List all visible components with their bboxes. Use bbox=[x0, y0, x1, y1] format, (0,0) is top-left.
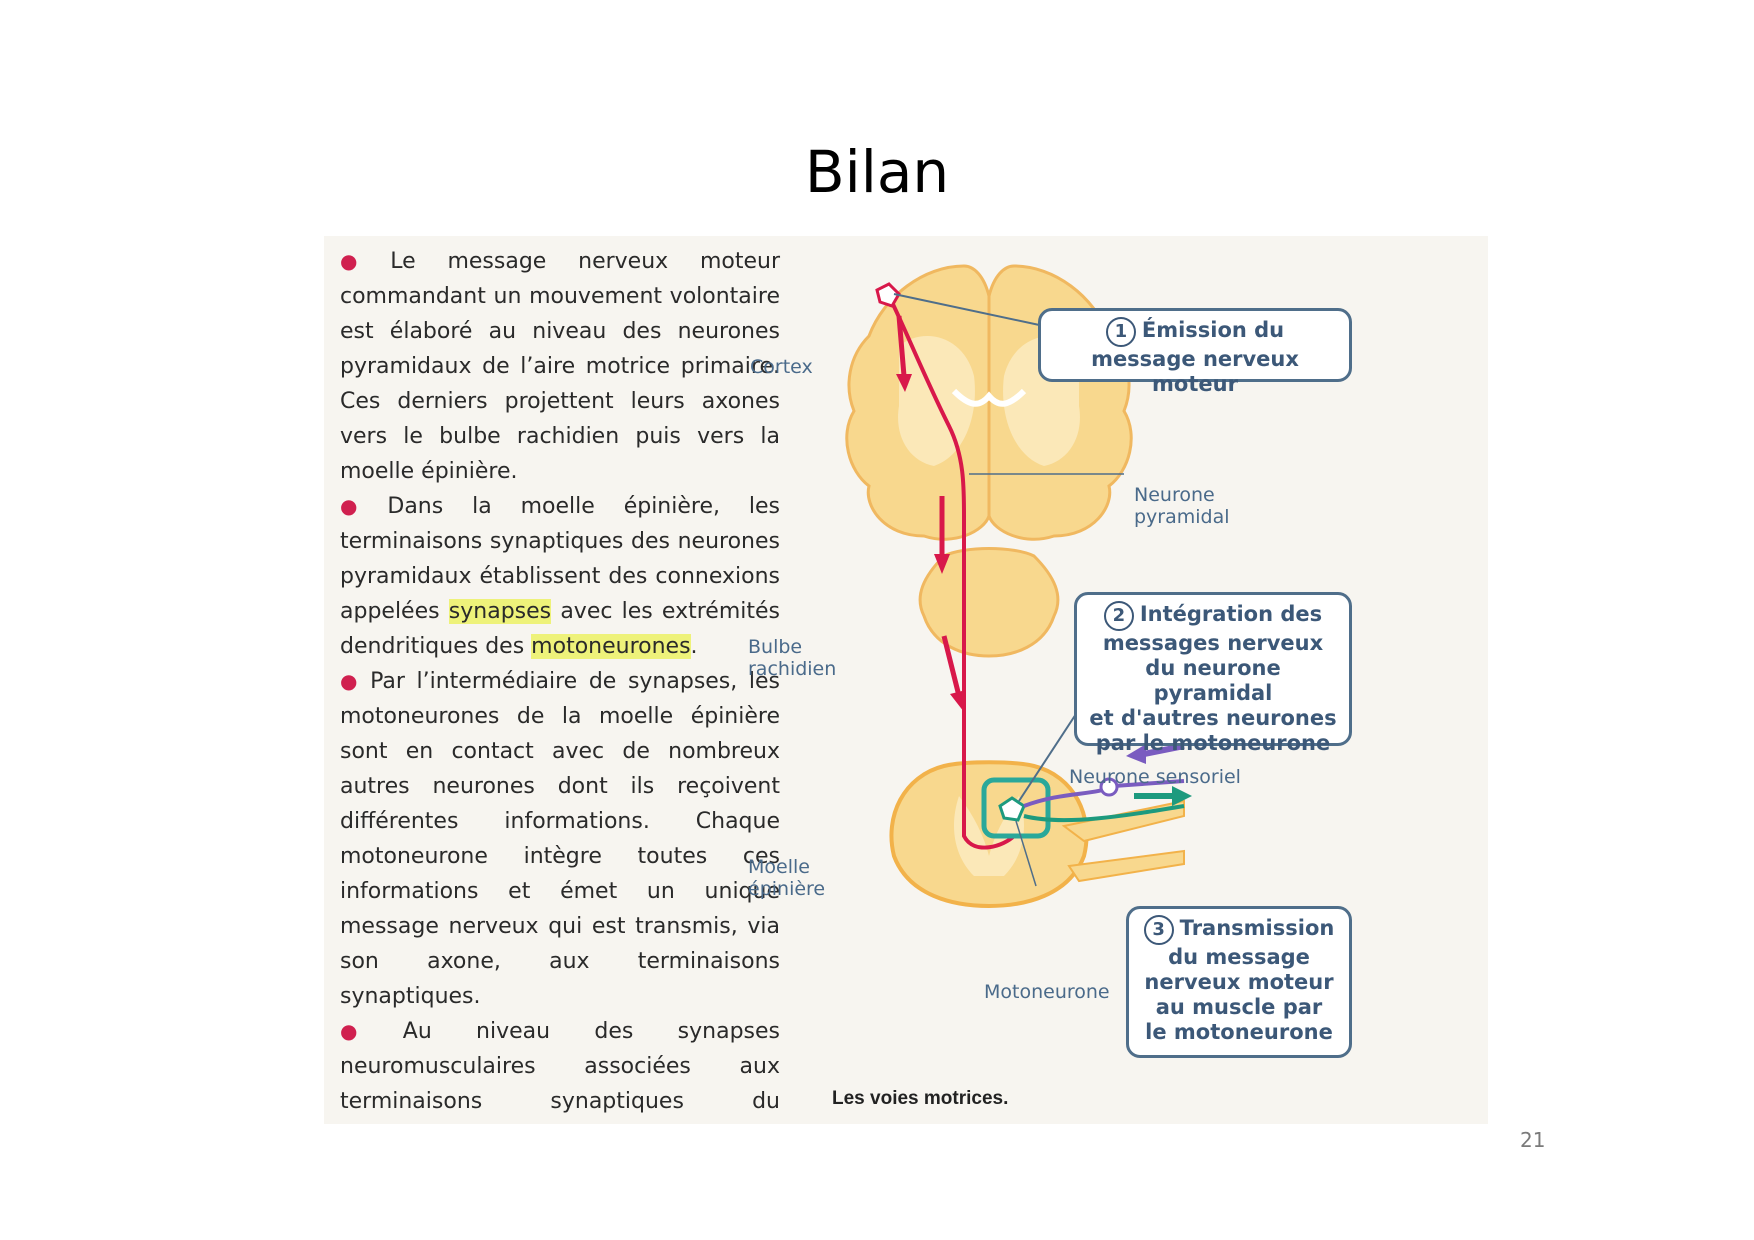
label-bulbe-rachidien: Bulbe rachidien bbox=[748, 636, 837, 680]
leader-motoneurone bbox=[1015, 820, 1037, 887]
bullet-icon: ● bbox=[340, 669, 363, 693]
medulla-oblongata bbox=[918, 547, 1060, 658]
number-icon: 1 bbox=[1105, 317, 1136, 347]
text-column: ●Le message nerveux moteur commandant un… bbox=[340, 244, 780, 1124]
arrow-cortex bbox=[896, 315, 907, 377]
page-number: 21 bbox=[1520, 1128, 1546, 1152]
label-neurone-sensoriel: Neurone sensoriel bbox=[1069, 766, 1241, 788]
leader-box1 bbox=[893, 293, 1045, 327]
number-icon: 3 bbox=[1143, 915, 1174, 945]
paragraph-2: ●Dans la moelle épinière, les terminaiso… bbox=[340, 494, 781, 659]
paragraph-3: ●Par l’intermédiaire de synapses, les mo… bbox=[340, 669, 780, 1009]
bullet-icon: ● bbox=[340, 249, 383, 273]
arrow-spinal-head bbox=[950, 690, 966, 712]
arrow-motor-head bbox=[1172, 786, 1192, 806]
label-motoneurone: Motoneurone bbox=[984, 981, 1110, 1003]
arrow-medulla-head bbox=[934, 554, 950, 574]
figure-caption: Les voies motrices. bbox=[832, 1088, 1009, 1109]
arrow-spinal bbox=[941, 635, 962, 697]
brain-ventricle bbox=[951, 388, 1027, 407]
brain-white-matter bbox=[898, 336, 1080, 466]
sensory-ganglion bbox=[1099, 777, 1119, 797]
arrow-sensory bbox=[1143, 743, 1185, 757]
bullet-icon: ● bbox=[340, 494, 380, 518]
integration-zone bbox=[981, 777, 1051, 839]
pyramidal-neuron-body bbox=[875, 282, 901, 308]
bullet-icon: ● bbox=[340, 1019, 395, 1043]
motoneuron-body bbox=[998, 796, 1026, 822]
arrow-sensory-head bbox=[1126, 744, 1146, 764]
textbook-scan: ●Le message nerveux moteur commandant un… bbox=[324, 236, 1488, 1124]
label-cortex: Cortex bbox=[750, 356, 813, 378]
motor-axon bbox=[1023, 804, 1185, 823]
paragraph-1: ●Le message nerveux moteur commandant un… bbox=[340, 249, 781, 484]
label-neurone-pyramidal: Neurone pyramidal bbox=[1134, 484, 1230, 528]
pyramidal-axon bbox=[887, 295, 1016, 850]
slide-title: Bilan bbox=[804, 138, 950, 206]
spinal-nerve bbox=[1061, 799, 1185, 883]
number-icon: 2 bbox=[1103, 601, 1134, 631]
arrow-cortex-head bbox=[896, 374, 912, 392]
highlight-motoneurones: motoneurones bbox=[531, 634, 691, 659]
label-moelle-epiniere: Moelle épinière bbox=[748, 856, 826, 900]
highlight-synapses: synapses bbox=[448, 599, 552, 624]
paragraph-4: ●Au niveau des synapses neuromusculaires… bbox=[340, 1019, 780, 1114]
